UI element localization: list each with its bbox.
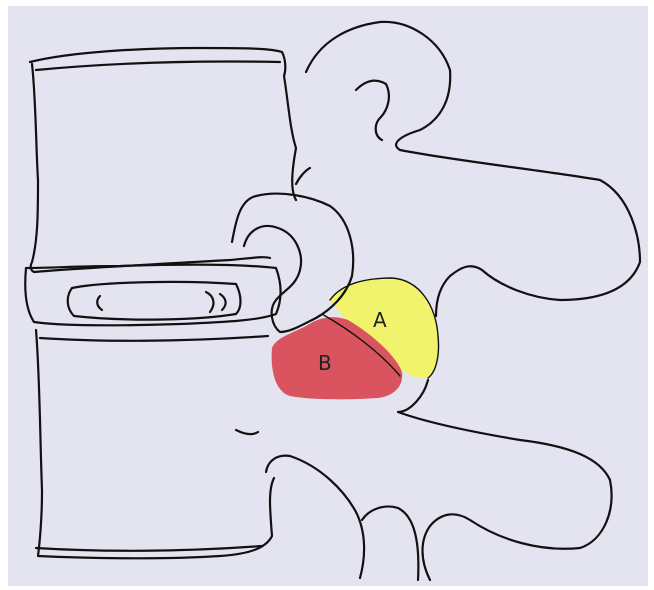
region-a-label: A (373, 308, 387, 332)
paper-background (8, 6, 648, 586)
region-b-label: B (318, 351, 332, 375)
